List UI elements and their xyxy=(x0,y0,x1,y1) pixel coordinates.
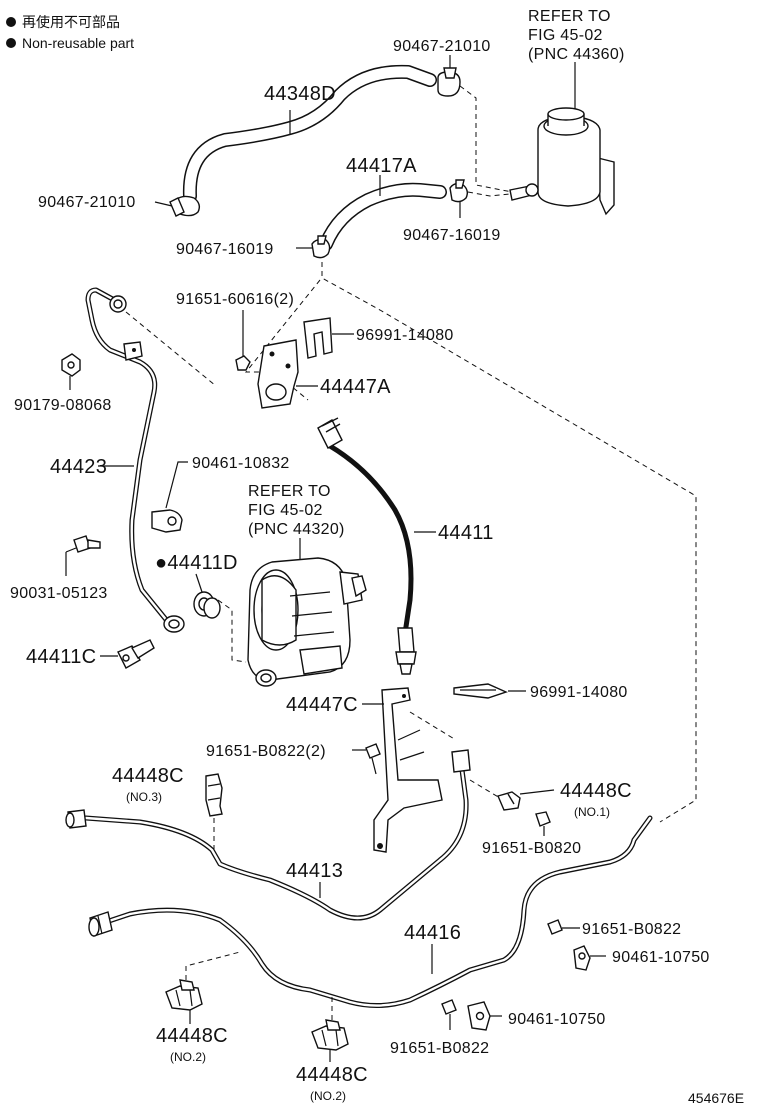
bolt-icon xyxy=(547,919,563,935)
label-bolt-b0822-right: 91651-B0822 xyxy=(582,921,681,938)
label-clamp-16019-right: 90467-16019 xyxy=(403,227,501,244)
label-44448c-no2-mid: 44448C xyxy=(296,1064,368,1086)
legend-item-jp: 再使用不可部品 xyxy=(22,14,120,30)
clamp-icon xyxy=(205,773,223,817)
pipe-44423 xyxy=(85,287,171,625)
bolt-icon xyxy=(235,310,251,371)
reservoir-reference: REFER TO FIG 45-02 (PNC 44360) xyxy=(528,8,625,112)
gasket-icon xyxy=(193,591,221,619)
clamp-icon xyxy=(311,1019,349,1051)
hose-44417a xyxy=(319,175,447,251)
pressure-hose-44411 xyxy=(317,417,417,675)
label-44416: 44416 xyxy=(404,922,461,944)
pipe-fitting-icon xyxy=(65,749,471,829)
legend-item-en: Non-reusable part xyxy=(22,35,134,51)
label-44447a: 44447A xyxy=(320,376,391,398)
bolt-icon xyxy=(365,743,381,775)
label-plate-14080-top: 96991-14080 xyxy=(356,327,454,344)
hose-44348d xyxy=(182,64,437,203)
label-clamp-16019-left: 90467-16019 xyxy=(176,241,274,258)
clamp-icon xyxy=(449,179,469,203)
label-44448c-no1: 44448C xyxy=(560,780,632,802)
legend: 再使用不可部品 Non-reusable part xyxy=(6,14,134,51)
label-clamp-top: 90467-21010 xyxy=(393,38,491,55)
bolt-icon xyxy=(441,999,457,1015)
clamp-icon xyxy=(311,235,331,259)
label-bolt-b0822-bottom: 91651-B0822 xyxy=(390,1040,489,1057)
label-bolt-b0822-2: 91651-B0822(2) xyxy=(206,743,326,760)
label-44413: 44413 xyxy=(286,860,343,882)
bracket-44447a-icon xyxy=(257,339,299,409)
label-44423: 44423 xyxy=(50,456,107,478)
union-bolt-icon xyxy=(117,639,155,669)
pipe-44413 xyxy=(83,767,469,921)
label-44448c-no2-left: 44448C xyxy=(156,1025,228,1047)
label-clamp-10750-right: 90461-10750 xyxy=(612,949,710,966)
label-bolt-b0820: 91651-B0820 xyxy=(482,840,581,857)
label-bolt-05123: 90031-05123 xyxy=(10,585,108,602)
clamp-icon xyxy=(169,195,201,217)
label-clamp-left: 90467-21010 xyxy=(38,194,136,211)
label-plate-14080-mid: 96991-14080 xyxy=(530,684,628,701)
power-steering-pump-icon xyxy=(247,557,367,687)
pump-ref-line2: FIG 45-02 xyxy=(248,502,323,519)
figure-id: 454676E xyxy=(688,1090,744,1106)
label-44447c: 44447C xyxy=(286,694,358,716)
label-clamp-10750-bottom: 90461-10750 xyxy=(508,1011,606,1028)
label-44417a: 44417A xyxy=(346,155,417,177)
clamp-icon xyxy=(165,979,203,1011)
pump-reference: REFER TO FIG 45-02 (PNC 44320) xyxy=(248,483,345,562)
reservoir-tank-icon xyxy=(509,107,615,216)
pipe-bracket-icon xyxy=(123,341,143,361)
label-bolt-60616: 91651-60616(2) xyxy=(176,291,294,308)
plate-icon xyxy=(303,317,333,359)
bolt-icon xyxy=(73,535,101,553)
label-44411: 44411 xyxy=(438,522,494,544)
reservoir-ref-line1: REFER TO xyxy=(528,8,611,25)
label-44411c: 44411C xyxy=(26,646,96,668)
reservoir-ref-line2: FIG 45-02 xyxy=(528,27,603,44)
clamp-icon xyxy=(437,55,461,97)
sub-44448c-no2-mid: (NO.2) xyxy=(310,1089,346,1103)
pump-ref-line3: (PNC 44320) xyxy=(248,521,345,538)
sub-44448c-no3: (NO.3) xyxy=(126,790,162,804)
pipe-fitting-icon xyxy=(163,615,185,633)
label-clamp-10832: 90461-10832 xyxy=(192,455,290,472)
bolt-icon xyxy=(535,811,551,827)
sub-44448c-no1: (NO.1) xyxy=(574,805,610,819)
pipe-fitting-icon xyxy=(88,911,113,937)
clamp-icon xyxy=(497,791,521,811)
legend-bullet-icon xyxy=(6,38,16,48)
bolt-icon xyxy=(61,353,81,377)
plate-arrow-icon xyxy=(453,683,508,699)
clamp-icon xyxy=(467,1001,491,1031)
label-44411d: ●44411D xyxy=(155,552,238,574)
legend-bullet-icon xyxy=(6,17,16,27)
clamp-icon xyxy=(573,945,591,971)
label-bolt-08068: 90179-08068 xyxy=(14,397,112,414)
clamp-icon xyxy=(151,509,183,533)
pump-ref-line1: REFER TO xyxy=(248,483,331,500)
label-44448c-no3: 44448C xyxy=(112,765,184,787)
bracket-44447c-icon xyxy=(373,687,443,853)
label-44348d: 44348D xyxy=(264,83,336,105)
pipe-44416 xyxy=(97,815,653,1008)
reservoir-ref-line3: (PNC 44360) xyxy=(528,46,625,63)
pipe-fitting-icon xyxy=(109,295,127,313)
sub-44448c-no2-left: (NO.2) xyxy=(170,1050,206,1064)
